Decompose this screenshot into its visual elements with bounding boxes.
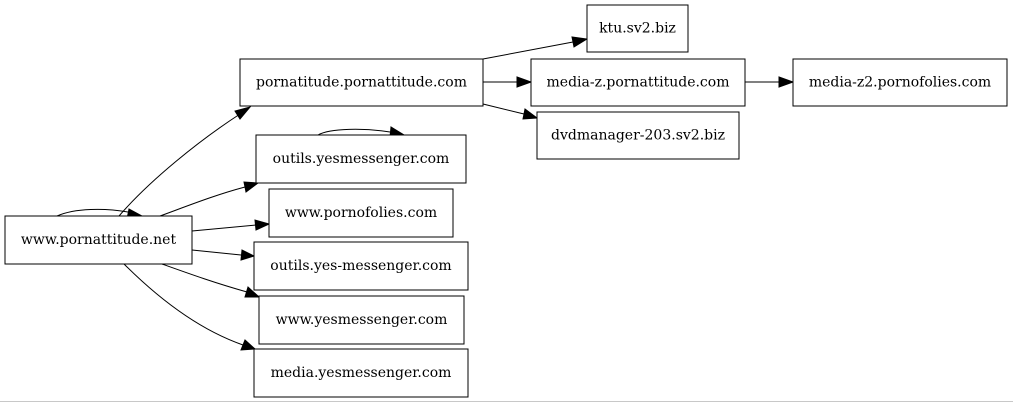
node-media-yesmessenger: media.yesmessenger.com [253,348,469,398]
node-label: media-z2.pornofolies.com [809,75,991,91]
node-label: www.pornofolies.com [285,205,437,221]
node-media-z: media-z.pornattitude.com [530,58,746,107]
node-label: media.yesmessenger.com [271,365,452,381]
edge-pornattitude-net-to-outils-yesmessenger [159,181,260,217]
edge-media-z-to-media-z2 [745,76,795,88]
node-label: www.yesmessenger.com [276,312,448,328]
node-label: media-z.pornattitude.com [547,75,730,91]
node-label: dvdmanager-203.sv2.biz [551,128,725,144]
edge-pornattitude-net-to-pornatitude-com [118,106,252,217]
node-ktu: ktu.sv2.biz [586,4,689,53]
edge-pornattitude-net-to-pornofolies [191,219,271,232]
node-outils-yesmessenger: outils.yesmessenger.com [255,134,467,184]
node-label: outils.yesmessenger.com [273,151,450,167]
edge-pornatitude-com-to-dvdmanager [482,103,539,120]
node-label: www.pornattitude.net [21,232,177,248]
node-yesmessenger: www.yesmessenger.com [258,295,465,345]
edge-pornatitude-com-to-ktu [482,36,589,60]
node-pornatitude-com: pornatitude.pornattitude.com [239,58,484,107]
edge-pornattitude-net-to-media-yesmessenger [123,263,257,351]
edge-pornattitude-net-to-outils-yes-messenger [191,249,256,261]
node-pornattitude-net: www.pornattitude.net [4,215,193,265]
nodes-layer: www.pornattitude.net pornatitude.pornatt… [4,4,1008,398]
node-label: pornatitude.pornattitude.com [256,75,467,91]
edge-pornattitude-net-to-yesmessenger [161,263,261,298]
node-label: ktu.sv2.biz [599,21,676,37]
node-label: outils.yes-messenger.com [270,258,451,274]
edge-pornatitude-com-to-media-z [483,76,533,88]
node-media-z2: media-z2.pornofolies.com [792,58,1008,107]
node-outils-yes-messenger: outils.yes-messenger.com [253,241,469,291]
node-pornofolies: www.pornofolies.com [268,188,454,238]
node-dvdmanager: dvdmanager-203.sv2.biz [536,111,740,160]
